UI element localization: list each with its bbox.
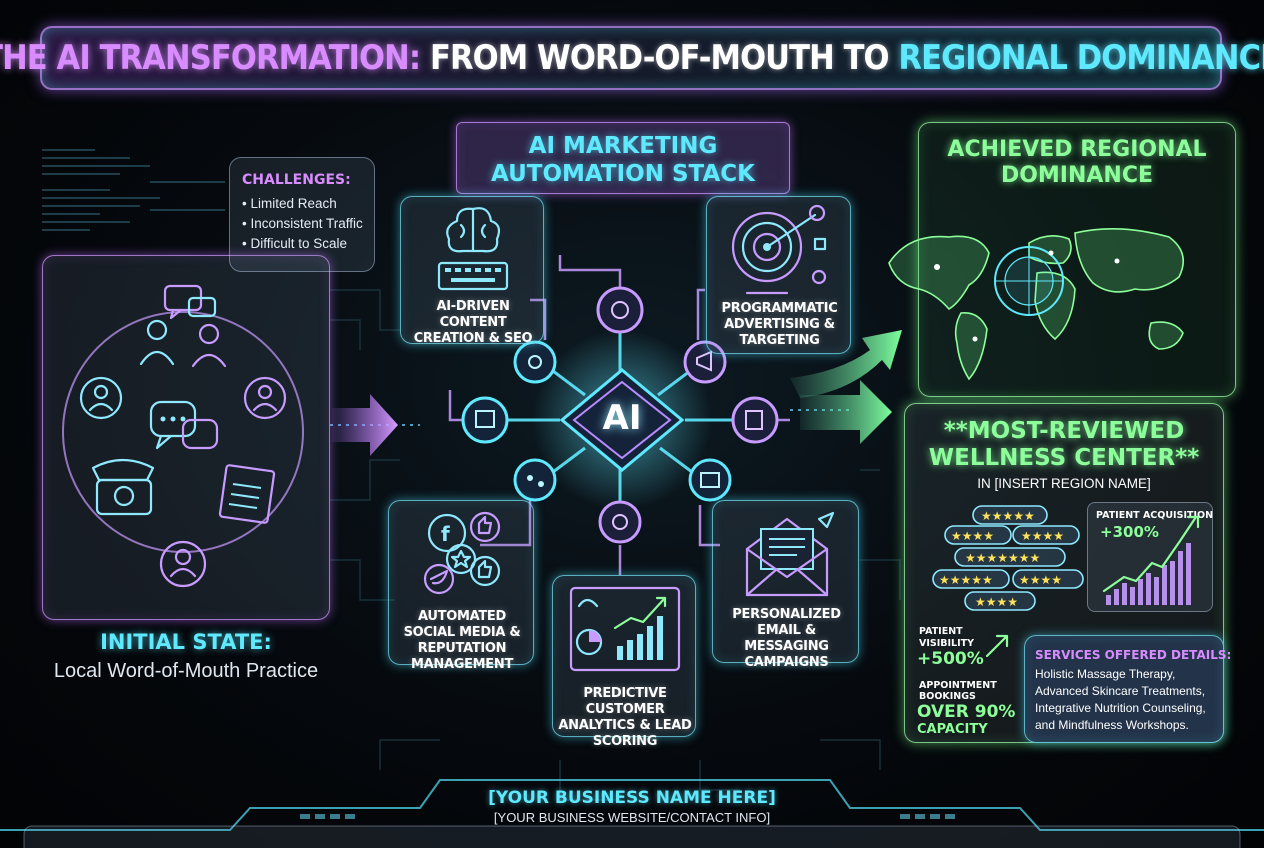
analytics-label: PREDICTIVE CUSTOMER ANALYTICS & LEAD SCO… xyxy=(558,686,692,749)
social-media-label: AUTOMATED SOCIAL MEDIA & REPUTATION MANA… xyxy=(403,609,521,672)
ai-hub-label: AI xyxy=(602,398,642,438)
dominance-panel: ACHIEVED REGIONAL DOMINANCE xyxy=(888,122,1236,397)
initial-state-subtitle: Local Word-of-Mouth Practice xyxy=(53,660,319,682)
analytics-node: PREDICTIVE CUSTOMER ANALYTICS & LEAD SCO… xyxy=(552,575,696,749)
visibility-label-2: VISIBILITY xyxy=(919,638,974,649)
acquisition-value: +300% xyxy=(1100,523,1159,541)
results-heading-line-2: WELLNESS CENTER** xyxy=(928,445,1200,471)
acquisition-card: PATIENT ACQUISITION +300% xyxy=(1087,502,1213,612)
challenges-heading: CHALLENGES: xyxy=(242,172,351,188)
results-region: IN [INSERT REGION NAME] xyxy=(977,476,1151,491)
stack-heading-line-2: AUTOMATION STACK xyxy=(491,161,755,187)
footer-contact: [YOUR BUSINESS WEBSITE/CONTACT INFO] xyxy=(493,810,771,825)
dominance-heading-line-1: ACHIEVED REGIONAL xyxy=(947,137,1207,162)
title-part-2: FROM WORD-OF-MOUTH TO xyxy=(429,38,890,78)
stack-heading-line-1: AI MARKETING xyxy=(528,133,718,159)
person-pair-icon xyxy=(139,319,227,368)
page-title: THE AI TRANSFORMATION: FROM WORD-OF-MOUT… xyxy=(0,38,1264,78)
envelope-icon xyxy=(745,511,835,597)
services-heading: SERVICES OFFERED DETAILS: xyxy=(1035,648,1232,662)
email-node: PERSONALIZED EMAIL & MESSAGING CAMPAIGNS xyxy=(712,500,859,670)
word-of-mouth-network xyxy=(62,284,304,588)
arrow-to-results xyxy=(800,380,892,444)
content-seo-node: AI-DRIVEN CONTENT CREATION & SEO xyxy=(400,196,544,346)
bookings-label-2: BOOKINGS xyxy=(919,691,976,702)
content-seo-label: AI-DRIVEN CONTENT CREATION & SEO xyxy=(413,299,533,346)
reviews-stars-icon: ★★★★★ ★★★★★★★★ ★★★★★★★ ★★★★★★★★★ ★★★★ xyxy=(932,505,1084,611)
svg-text:★★★★: ★★★★ xyxy=(951,529,994,543)
svg-text:★★★★: ★★★★ xyxy=(1021,529,1064,543)
satellite-nodes xyxy=(461,286,779,544)
visibility-value: +500% xyxy=(917,649,984,669)
services-panel: SERVICES OFFERED DETAILS: Holistic Massa… xyxy=(1024,635,1232,743)
visibility-label-1: PATIENT xyxy=(919,626,963,637)
results-heading-line-1: **MOST-REVIEWED xyxy=(943,418,1185,444)
svg-text:★★★★: ★★★★ xyxy=(1019,573,1062,587)
challenge-item: • Difficult to Scale xyxy=(242,236,348,251)
person-right-icon xyxy=(243,376,287,420)
bookings-value-2: CAPACITY xyxy=(917,722,988,737)
arrow-to-stack xyxy=(332,394,398,456)
services-line: Advanced Skincare Treatments, xyxy=(1035,684,1206,698)
conversation-icon xyxy=(149,400,219,450)
advertising-label: PROGRAMMATIC ADVERTISING & TARGETING xyxy=(721,301,838,348)
ai-hub xyxy=(559,368,685,472)
svg-text:★★★★★: ★★★★★ xyxy=(939,573,993,587)
svg-text:★★★★★: ★★★★★ xyxy=(981,509,1035,523)
initial-state-panel xyxy=(42,255,330,620)
social-media-node: f AUTOMATED SOCIAL MEDIA & REPUTATION MA… xyxy=(388,500,534,672)
arrow-to-dominance xyxy=(790,330,902,398)
initial-state-heading: INITIAL STATE: xyxy=(100,630,272,654)
challenge-item: • Inconsistent Traffic xyxy=(242,216,363,231)
analytics-dashboard-icon xyxy=(569,586,681,672)
title-banner: THE AI TRANSFORMATION: FROM WORD-OF-MOUT… xyxy=(0,26,1264,90)
social-icons: f xyxy=(423,511,501,595)
advertising-node: PROGRAMMATIC ADVERTISING & TARGETING xyxy=(706,196,851,354)
stack-heading-panel: AI MARKETING AUTOMATION STACK xyxy=(456,122,790,194)
challenges-panel: CHALLENGES: • Limited Reach • Inconsiste… xyxy=(229,157,375,272)
services-line: and Mindfulness Workshops. xyxy=(1035,718,1189,732)
up-arrow-icon xyxy=(985,634,1009,658)
world-map xyxy=(888,228,1185,381)
telephone-icon xyxy=(91,458,155,516)
svg-text:f: f xyxy=(441,522,450,546)
code-decor xyxy=(42,149,225,231)
growth-chart-icon xyxy=(1102,515,1200,605)
services-line: Integrative Nutrition Counseling, xyxy=(1035,701,1206,715)
title-part-1: THE AI TRANSFORMATION: xyxy=(0,38,421,78)
results-panel: **MOST-REVIEWED WELLNESS CENTER** IN [IN… xyxy=(904,403,1224,743)
services-line: Holistic Massage Therapy, xyxy=(1035,667,1176,681)
brain-keyboard-icon xyxy=(437,207,509,291)
email-label: PERSONALIZED EMAIL & MESSAGING CAMPAIGNS xyxy=(732,607,841,670)
dominance-heading-line-2: DOMINANCE xyxy=(1000,163,1154,188)
bookings-value-1: OVER 90% xyxy=(917,702,1016,722)
footer-business-name: [YOUR BUSINESS NAME HERE] xyxy=(488,788,776,808)
person-bottom-icon xyxy=(159,540,207,588)
bookings-label-1: APPOINTMENT xyxy=(919,680,997,691)
svg-text:★★★★: ★★★★ xyxy=(975,595,1018,609)
challenge-item: • Limited Reach xyxy=(242,196,337,211)
target-icon xyxy=(731,204,827,295)
acquisition-label: PATIENT ACQUISITION xyxy=(1096,510,1214,521)
notepad-icon xyxy=(218,464,276,524)
chat-bubbles-icon xyxy=(163,284,217,320)
svg-text:★★★★★★★: ★★★★★★★ xyxy=(965,551,1040,565)
footer-frame xyxy=(0,779,1264,848)
person-left-icon xyxy=(79,376,123,420)
title-part-3: REGIONAL DOMINANCE xyxy=(898,38,1264,78)
